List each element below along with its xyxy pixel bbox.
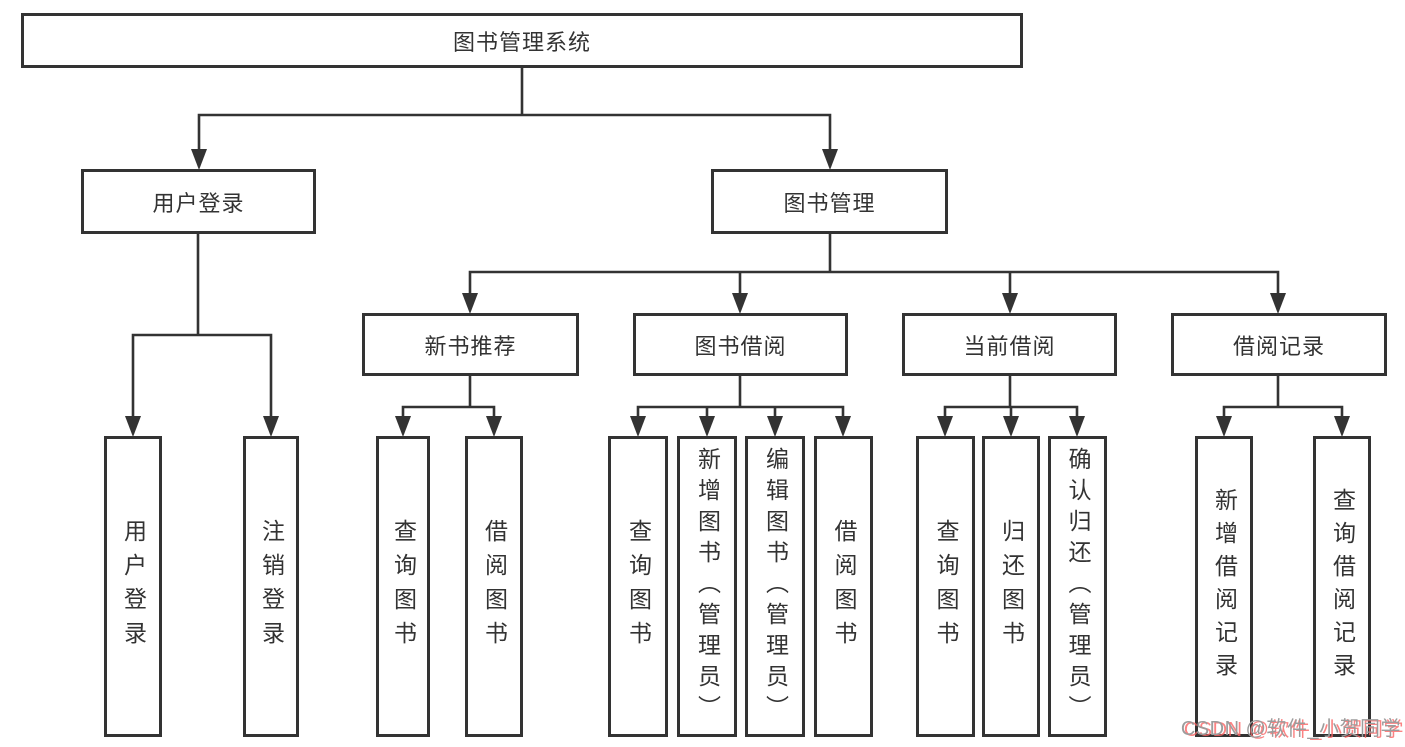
- arrowheads: [125, 149, 1350, 437]
- arrow-icon: [699, 416, 715, 437]
- node-user-login: 用户登录: [81, 169, 316, 234]
- leaf-user-login: 用户登录: [104, 436, 162, 737]
- leaf-borrow-books-2: 借阅图书: [814, 436, 873, 737]
- arrow-icon: [1002, 293, 1018, 314]
- leaf-logout: 注销登录: [243, 436, 299, 737]
- arrow-icon: [835, 416, 851, 437]
- arrow-icon: [732, 293, 748, 314]
- leaf-query-books-3: 查询图书: [916, 436, 975, 737]
- leaf-query-borrow-record: 查询借阅记录: [1313, 436, 1371, 737]
- leaf-borrow-books-2-label: 借阅图书: [831, 518, 857, 655]
- leaf-query-books-2-label: 查询图书: [625, 518, 652, 655]
- node-current-borrowing: 当前借阅: [902, 313, 1117, 376]
- node-book-borrowing-label: 图书借阅: [694, 333, 787, 359]
- arrow-icon: [1216, 416, 1232, 437]
- leaf-add-borrow-record: 新增借阅记录: [1195, 436, 1253, 737]
- leaf-return-books: 归还图书: [982, 436, 1040, 737]
- connector-new-book-bar: [401, 405, 496, 418]
- arrow-icon: [462, 293, 478, 314]
- arrow-icon: [191, 149, 207, 170]
- leaf-query-borrow-record-label: 查询借阅记录: [1329, 487, 1356, 686]
- arrow-icon: [263, 416, 279, 437]
- arrow-icon: [395, 416, 411, 437]
- leaf-confirm-return-admin-label: 确认归还（管理员）: [1065, 447, 1091, 726]
- arrow-icon: [486, 416, 502, 437]
- arrow-icon: [1334, 416, 1350, 437]
- leaf-query-books-1: 查询图书: [376, 436, 430, 737]
- connector-user-login-bar: [131, 333, 273, 416]
- node-root-label: 图书管理系统: [452, 29, 591, 55]
- arrow-icon: [937, 416, 953, 437]
- arrow-icon: [822, 149, 838, 170]
- leaf-add-book-admin: 新增图书（管理员）: [677, 436, 737, 737]
- watermark: CSDN @软件_小贺同学: [1180, 718, 1401, 740]
- node-book-management-label: 图书管理: [783, 190, 876, 216]
- arrow-icon: [125, 416, 141, 437]
- leaf-borrow-books-1-label: 借阅图书: [481, 518, 508, 655]
- leaf-return-books-label: 归还图书: [998, 518, 1025, 655]
- node-borrow-records-label: 借阅记录: [1232, 333, 1325, 359]
- arrow-icon: [1069, 416, 1085, 437]
- arrow-icon: [1270, 293, 1286, 314]
- node-user-login-label: 用户登录: [152, 190, 245, 216]
- leaf-confirm-return-admin: 确认归还（管理员）: [1048, 436, 1107, 737]
- node-borrow-records: 借阅记录: [1171, 313, 1387, 376]
- node-new-book-recommend-label: 新书推荐: [424, 333, 517, 359]
- node-book-management: 图书管理: [711, 169, 948, 234]
- connector-level2-bar: [468, 270, 1280, 294]
- leaf-query-books-2: 查询图书: [608, 436, 668, 737]
- node-book-borrowing: 图书借阅: [633, 313, 848, 376]
- arrow-icon: [630, 416, 646, 437]
- leaf-query-books-3-label: 查询图书: [933, 518, 959, 655]
- leaf-edit-book-admin: 编辑图书（管理员）: [745, 436, 805, 737]
- arrow-icon: [1003, 416, 1019, 437]
- arrow-icon: [767, 416, 783, 437]
- leaf-add-book-admin-label: 新增图书（管理员）: [694, 447, 721, 726]
- node-current-borrowing-label: 当前借阅: [963, 333, 1056, 359]
- connector-records-bar: [1222, 405, 1344, 418]
- node-root: 图书管理系统: [21, 13, 1023, 68]
- node-new-book-recommend: 新书推荐: [362, 313, 579, 376]
- leaf-query-books-1-label: 查询图书: [390, 518, 417, 655]
- connector-book-borrow-bar: [636, 405, 845, 418]
- leaf-add-borrow-record-label: 新增借阅记录: [1211, 487, 1238, 686]
- connector-level1-bar: [197, 113, 832, 152]
- leaf-user-login-label: 用户登录: [120, 518, 147, 655]
- leaf-borrow-books-1: 借阅图书: [465, 436, 523, 737]
- leaf-edit-book-admin-label: 编辑图书（管理员）: [762, 447, 789, 726]
- leaf-logout-label: 注销登录: [258, 518, 285, 655]
